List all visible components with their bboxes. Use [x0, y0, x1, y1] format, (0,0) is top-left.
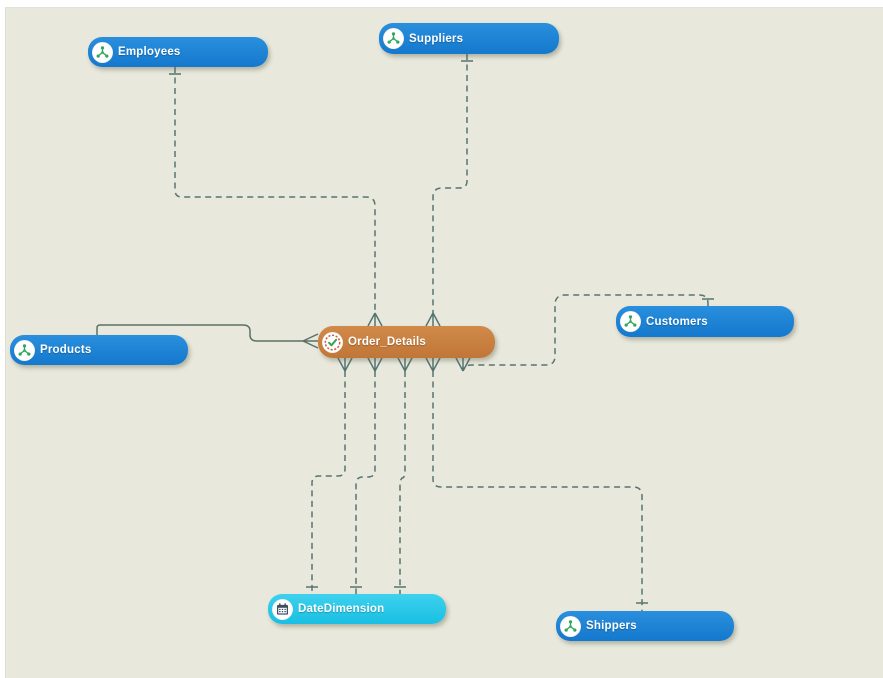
entity-employees[interactable]: Employees [88, 37, 268, 67]
connector-line[interactable] [174, 67, 376, 313]
relationship-suppliers-order-details[interactable] [425, 54, 473, 327]
hub-icon [560, 615, 581, 637]
connector-line[interactable] [432, 54, 468, 313]
entity-shippers[interactable]: Shippers [556, 611, 734, 641]
hub-icon [620, 311, 641, 332]
verified-icon [322, 331, 343, 353]
many-marker [367, 312, 383, 327]
connector-line[interactable] [462, 294, 709, 372]
hub-icon [383, 28, 404, 49]
relationship-employees-order-details[interactable] [169, 67, 383, 327]
entity-label: Customers [646, 315, 708, 328]
relationship-customers-order-details[interactable] [455, 294, 714, 372]
connector-line[interactable] [399, 371, 406, 594]
many-marker [397, 357, 413, 372]
relationship-order-details-datedimension-3[interactable] [394, 357, 413, 594]
entity-suppliers[interactable]: Suppliers [379, 23, 559, 54]
entity-label: DateDimension [298, 603, 385, 615]
relationship-order-details-shippers[interactable] [425, 357, 648, 611]
connector-line[interactable] [432, 371, 643, 611]
connector-line[interactable] [96, 324, 303, 342]
many-marker [455, 357, 471, 372]
connector-line[interactable] [355, 371, 376, 594]
calendar-icon [272, 598, 293, 620]
entity-label: Order_Details [348, 336, 427, 348]
entity-order-details[interactable]: Order_Details [318, 326, 495, 358]
many-marker [425, 357, 441, 372]
hub-icon [14, 339, 35, 361]
many-marker [337, 357, 353, 372]
entity-datedimension[interactable]: DateDimension [268, 594, 446, 624]
entity-products[interactable]: Products [10, 335, 188, 365]
many-marker [425, 312, 441, 327]
entity-label: Employees [118, 46, 181, 58]
relationship-order-details-datedimension-2[interactable] [350, 357, 383, 594]
hub-icon [92, 41, 113, 63]
relationship-products-order-details[interactable] [96, 324, 319, 349]
entity-label: Suppliers [409, 32, 464, 45]
entity-label: Products [40, 344, 92, 356]
many-marker [302, 333, 319, 349]
entity-customers[interactable]: Customers [616, 306, 794, 337]
connector-line[interactable] [311, 371, 346, 594]
entity-label: Shippers [586, 620, 637, 632]
relationship-order-details-datedimension-1[interactable] [306, 357, 353, 594]
many-marker [367, 357, 383, 372]
